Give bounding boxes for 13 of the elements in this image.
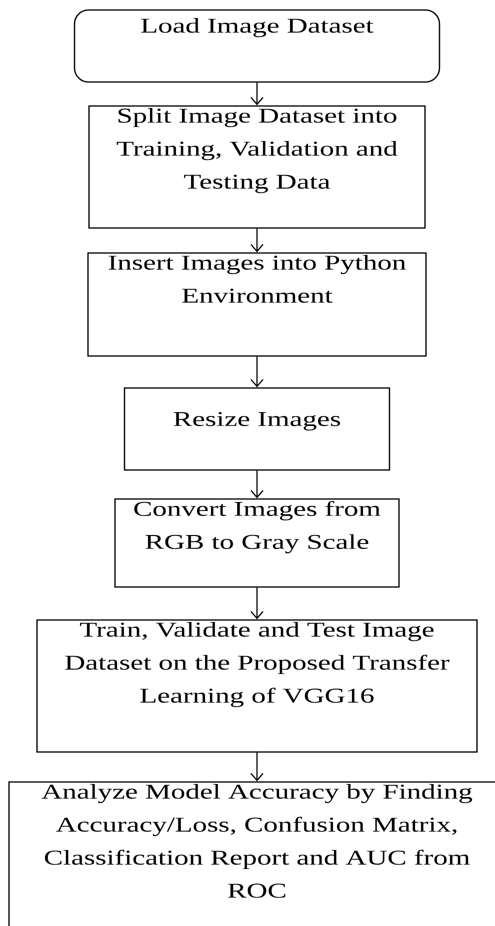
start-box: Load Image Dataset <box>74 9 440 83</box>
process-box: Split Image Dataset into Training, Validation and Testing Data <box>88 105 426 229</box>
process-box: Resize Images <box>124 387 390 471</box>
arrow <box>250 752 264 782</box>
process-box: Train, Validate and Test Image Dataset on the Proposed Transfer Learning of VGG16 <box>36 619 478 753</box>
arrow <box>250 588 264 620</box>
arrow <box>250 82 264 106</box>
arrow <box>250 228 264 252</box>
arrow <box>250 356 264 388</box>
process-box: Convert Images from RGB to Gray Scale <box>114 498 400 588</box>
arrow <box>250 470 264 498</box>
process-box: Insert Images into Python Environment <box>87 252 427 357</box>
process-box: Analyze Model Accuracy by Finding Accuracy/Loss, Confusion Matrix, Classification Report and AUC from ROC <box>8 781 495 926</box>
